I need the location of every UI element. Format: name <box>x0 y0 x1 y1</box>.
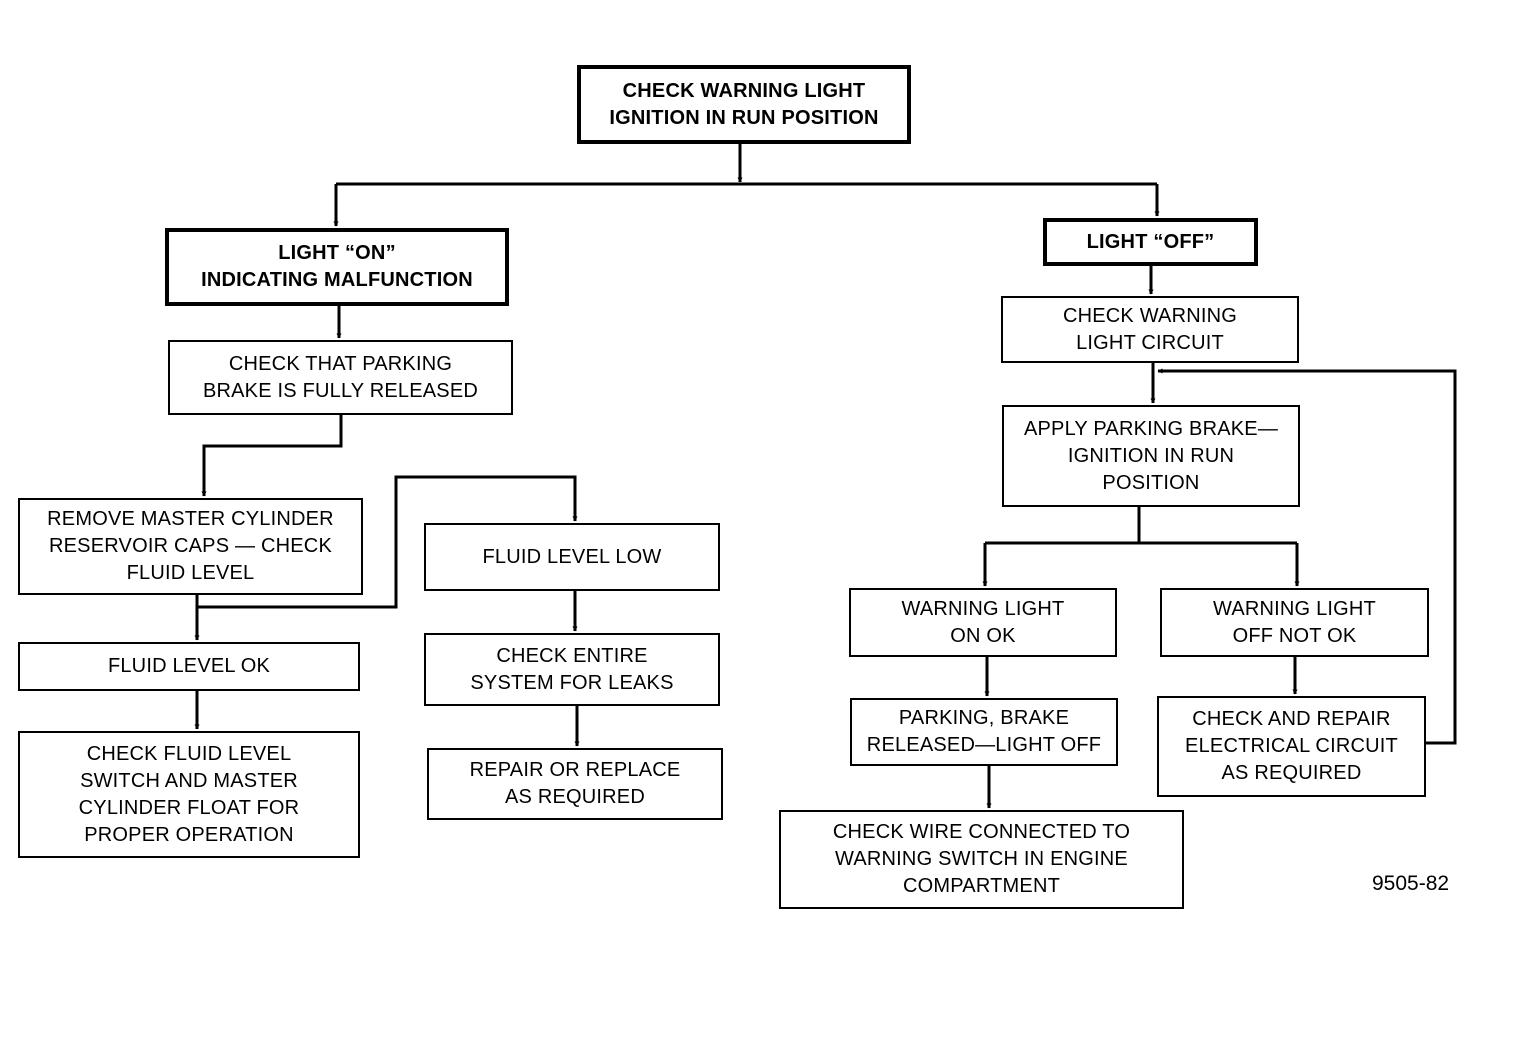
node-check-leaks: CHECK ENTIRE SYSTEM FOR LEAKS <box>424 633 720 706</box>
connector-caps-to-fluid-low <box>197 475 578 609</box>
node-light-on: LIGHT “ON” INDICATING MALFUNCTION <box>165 228 509 306</box>
node-check-wire: CHECK WIRE CONNECTED TO WARNING SWITCH I… <box>779 810 1184 909</box>
node-light-on-label: LIGHT “ON” INDICATING MALFUNCTION <box>201 242 473 291</box>
node-check-switch: CHECK FLUID LEVEL SWITCH AND MASTER CYLI… <box>18 731 360 858</box>
node-check-wire-label: CHECK WIRE CONNECTED TO WARNING SWITCH I… <box>832 821 1131 897</box>
node-check-leaks-label: CHECK ENTIRE SYSTEM FOR LEAKS <box>470 644 674 694</box>
node-check-repair-circuit: CHECK AND REPAIR ELECTRICAL CIRCUIT AS R… <box>1157 696 1426 797</box>
node-light-off: LIGHT “OFF” <box>1043 218 1258 266</box>
node-check-parking: CHECK THAT PARKING BRAKE IS FULLY RELEAS… <box>168 340 513 415</box>
node-brake-released-label: PARKING, BRAKE RELEASED—LIGHT OFF <box>866 707 1102 756</box>
node-check-switch-label: CHECK FLUID LEVEL SWITCH AND MASTER CYLI… <box>78 742 300 846</box>
node-remove-caps: REMOVE MASTER CYLINDER RESERVOIR CAPS — … <box>18 498 363 595</box>
node-fluid-low-label: FLUID LEVEL LOW <box>482 545 662 568</box>
node-apply-brake: APPLY PARKING BRAKE— IGNITION IN RUN POS… <box>1002 405 1300 507</box>
node-repair-replace: REPAIR OR REPLACE AS REQUIRED <box>427 748 723 820</box>
node-fluid-low: FLUID LEVEL LOW <box>424 523 720 591</box>
node-warning-off-not-ok-label: WARNING LIGHT OFF NOT OK <box>1213 597 1376 647</box>
node-start-label: CHECK WARNING LIGHT IGNITION IN RUN POSI… <box>609 79 879 129</box>
node-warning-on-ok: WARNING LIGHT ON OK <box>849 588 1117 657</box>
node-warning-off-not-ok: WARNING LIGHT OFF NOT OK <box>1160 588 1429 657</box>
connector-parking-to-caps <box>201 415 343 497</box>
node-brake-released: PARKING, BRAKE RELEASED—LIGHT OFF <box>850 698 1118 766</box>
node-check-parking-label: CHECK THAT PARKING BRAKE IS FULLY RELEAS… <box>202 352 479 402</box>
connector-repair-loop-back <box>1157 368 1457 745</box>
node-repair-replace-label: REPAIR OR REPLACE AS REQUIRED <box>469 759 681 808</box>
node-fluid-ok-label: FLUID LEVEL OK <box>107 655 271 677</box>
node-start: CHECK WARNING LIGHT IGNITION IN RUN POSI… <box>577 65 911 144</box>
node-check-circuit-label: CHECK WARNING LIGHT CIRCUIT <box>1062 304 1238 354</box>
node-check-repair-circuit-label: CHECK AND REPAIR ELECTRICAL CIRCUIT AS R… <box>1185 708 1398 784</box>
node-fluid-ok: FLUID LEVEL OK <box>18 642 360 691</box>
figure-number: 9505-82 <box>1372 872 1450 895</box>
node-warning-on-ok-label: WARNING LIGHT ON OK <box>901 597 1065 647</box>
node-light-off-label: LIGHT “OFF” <box>1086 230 1215 253</box>
node-apply-brake-label: APPLY PARKING BRAKE— IGNITION IN RUN POS… <box>1023 417 1279 494</box>
node-check-circuit: CHECK WARNING LIGHT CIRCUIT <box>1001 296 1299 363</box>
node-remove-caps-label: REMOVE MASTER CYLINDER RESERVOIR CAPS — … <box>47 508 334 584</box>
